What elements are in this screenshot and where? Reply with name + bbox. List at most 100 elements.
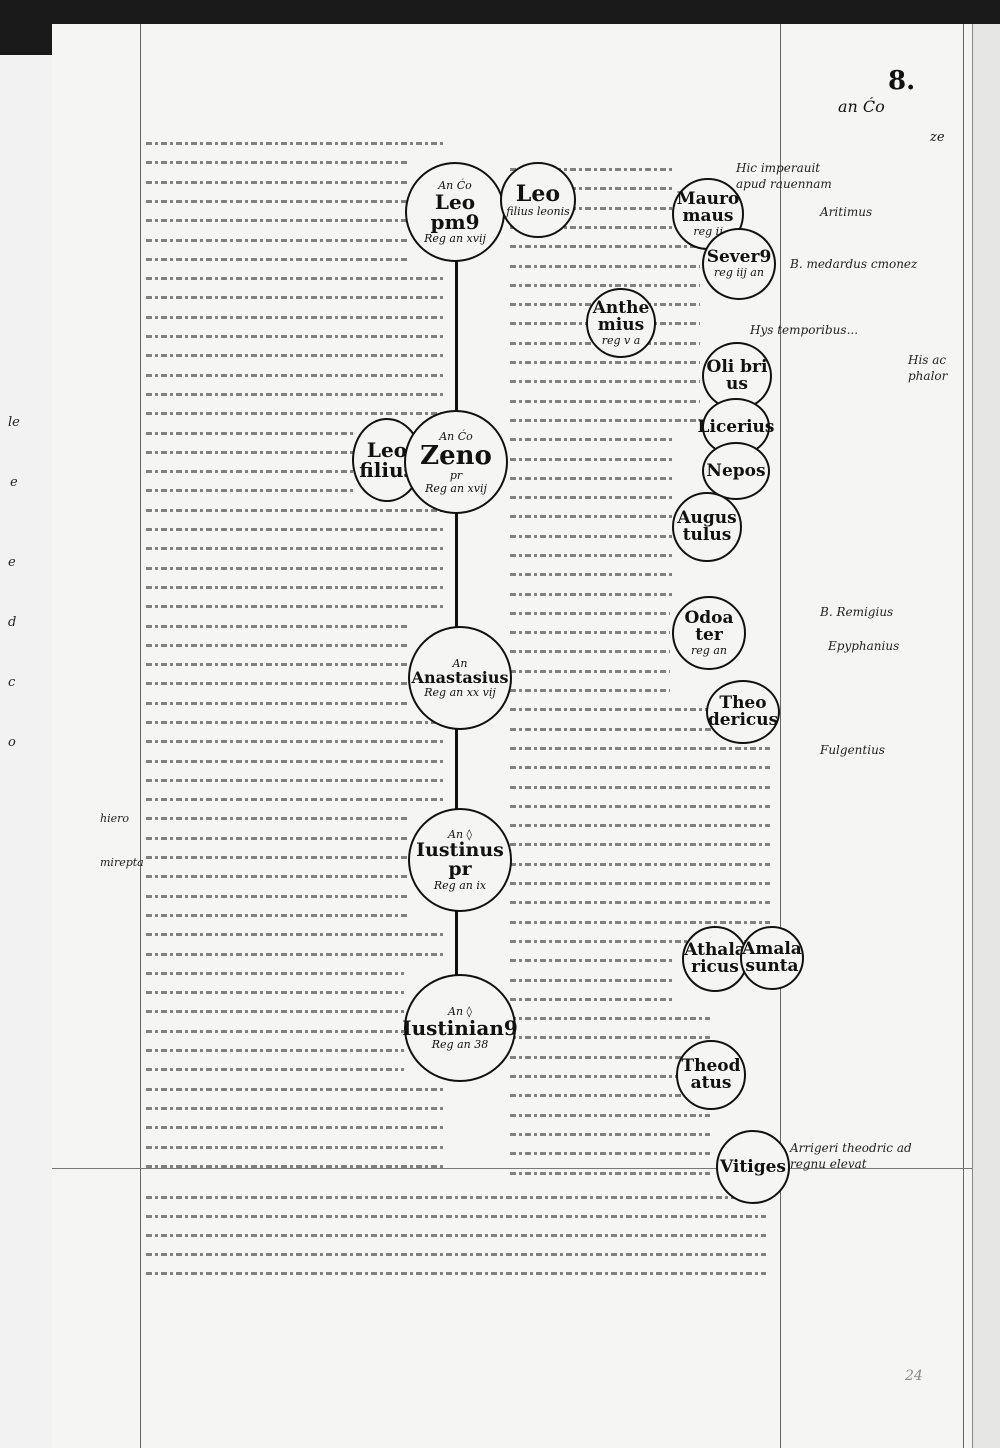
script-line bbox=[146, 1068, 404, 1071]
script-line bbox=[510, 708, 770, 711]
script-line bbox=[146, 296, 446, 299]
ruler-roundel-anthemius: Anthe mius reg v a bbox=[586, 288, 656, 358]
roundel-subtitle: reg iij an bbox=[714, 266, 764, 279]
script-line bbox=[510, 728, 770, 731]
script-line bbox=[146, 1049, 404, 1052]
facing-page-fragment: le bbox=[8, 415, 20, 430]
script-line bbox=[146, 914, 408, 917]
script-line bbox=[510, 380, 700, 383]
roundel-name: Mauro maus bbox=[676, 188, 740, 226]
facing-page-edge: le e e d c o bbox=[0, 55, 54, 1448]
script-line bbox=[510, 650, 670, 653]
script-line bbox=[146, 991, 404, 994]
script-line bbox=[510, 265, 700, 268]
running-header-right: ze bbox=[930, 130, 945, 145]
script-line bbox=[146, 200, 408, 203]
ruling-line bbox=[52, 1168, 972, 1169]
script-line bbox=[146, 470, 356, 473]
ruler-roundel-odoacer: Odoa ter reg an bbox=[672, 596, 746, 670]
margin-note: Epyphanius bbox=[828, 639, 900, 653]
margin-note: His ac phalor bbox=[908, 353, 948, 384]
script-line bbox=[510, 400, 700, 403]
script-line bbox=[510, 168, 675, 171]
script-line bbox=[510, 1075, 710, 1078]
ruler-roundel-iustinus: An ◊ Iustinus pr Reg an ix bbox=[408, 808, 512, 912]
script-line bbox=[510, 959, 675, 962]
script-line bbox=[146, 740, 446, 743]
script-line bbox=[146, 161, 408, 164]
facing-page-fragment: c bbox=[8, 675, 16, 690]
script-line bbox=[510, 593, 675, 596]
script-line bbox=[146, 856, 408, 859]
script-line bbox=[510, 1094, 710, 1097]
left-margin-note: mirepta bbox=[100, 856, 144, 869]
roundel-name: Sever9 bbox=[706, 247, 772, 267]
script-line bbox=[146, 374, 446, 377]
script-line bbox=[146, 721, 446, 724]
script-line bbox=[146, 817, 408, 820]
roundel-reign: Reg an ix bbox=[433, 879, 487, 892]
script-line bbox=[510, 998, 675, 1001]
ruler-roundel-vitiges: Vitiges bbox=[716, 1130, 790, 1204]
script-line bbox=[510, 361, 700, 364]
script-line bbox=[510, 1172, 710, 1175]
script-line bbox=[510, 535, 675, 538]
script-line bbox=[510, 786, 770, 789]
script-line bbox=[146, 335, 446, 338]
roundel-reign: Reg an xvij bbox=[425, 481, 487, 495]
script-line bbox=[146, 258, 408, 261]
script-line bbox=[146, 1215, 766, 1218]
ruling-line bbox=[780, 24, 781, 1448]
script-line bbox=[146, 663, 408, 666]
script-line bbox=[146, 354, 446, 357]
script-line bbox=[146, 277, 446, 280]
script-line bbox=[510, 631, 670, 634]
facing-page-fragment: o bbox=[8, 735, 16, 750]
script-line bbox=[146, 682, 408, 685]
script-line bbox=[146, 586, 446, 589]
ruler-roundel-amalasuntha: Amala sunta bbox=[740, 926, 804, 990]
script-line bbox=[146, 432, 356, 435]
margin-note: Fulgentius bbox=[820, 743, 885, 757]
roundel-name: Theo dericus bbox=[707, 693, 779, 730]
script-line bbox=[510, 458, 675, 461]
script-line bbox=[146, 528, 446, 531]
facing-page-fragment: e bbox=[8, 555, 16, 570]
script-line bbox=[510, 1017, 710, 1020]
script-line bbox=[146, 1010, 404, 1013]
roundel-name: Leo filius bbox=[359, 438, 415, 482]
left-margin-note: hiero bbox=[100, 812, 129, 825]
script-line bbox=[510, 438, 675, 441]
facing-page-fragment: d bbox=[8, 615, 17, 630]
ruler-roundel-glicerius: Licerius bbox=[698, 398, 774, 456]
script-line bbox=[146, 875, 408, 878]
script-line bbox=[510, 1036, 710, 1039]
roundel-year: An Ćo bbox=[438, 179, 472, 192]
ruler-roundel-leo-i: An Ćo Leo pm9 Reg an xvij bbox=[405, 162, 505, 262]
script-line bbox=[146, 1088, 446, 1091]
script-line bbox=[146, 142, 446, 145]
script-line bbox=[146, 605, 446, 608]
margin-note: Hys temporibus... bbox=[750, 323, 859, 337]
script-line bbox=[510, 747, 770, 750]
roundel-name: Nepos bbox=[706, 460, 766, 481]
roundel-name: Athala ricus bbox=[684, 940, 746, 977]
script-line bbox=[146, 316, 446, 319]
script-line bbox=[510, 882, 770, 885]
margin-note: Aritimus bbox=[820, 205, 873, 219]
script-line bbox=[146, 1253, 766, 1256]
roundel-reign: Reg an xx vij bbox=[424, 686, 496, 699]
script-line bbox=[510, 515, 675, 518]
roundel-reign: Reg an 38 bbox=[431, 1038, 489, 1051]
script-line bbox=[510, 1056, 710, 1059]
script-line bbox=[146, 451, 356, 454]
script-line bbox=[510, 766, 770, 769]
script-line bbox=[510, 670, 670, 673]
ruler-roundel-iustinianus: An ◊ Iustinian9 Reg an 38 bbox=[402, 974, 518, 1082]
script-line bbox=[146, 702, 408, 705]
script-line bbox=[146, 1196, 766, 1199]
script-line bbox=[146, 1107, 446, 1110]
running-header: an Ćo bbox=[838, 97, 885, 116]
margin-note: Hic imperauit apud rauennam bbox=[736, 161, 832, 192]
script-line bbox=[146, 1030, 404, 1033]
